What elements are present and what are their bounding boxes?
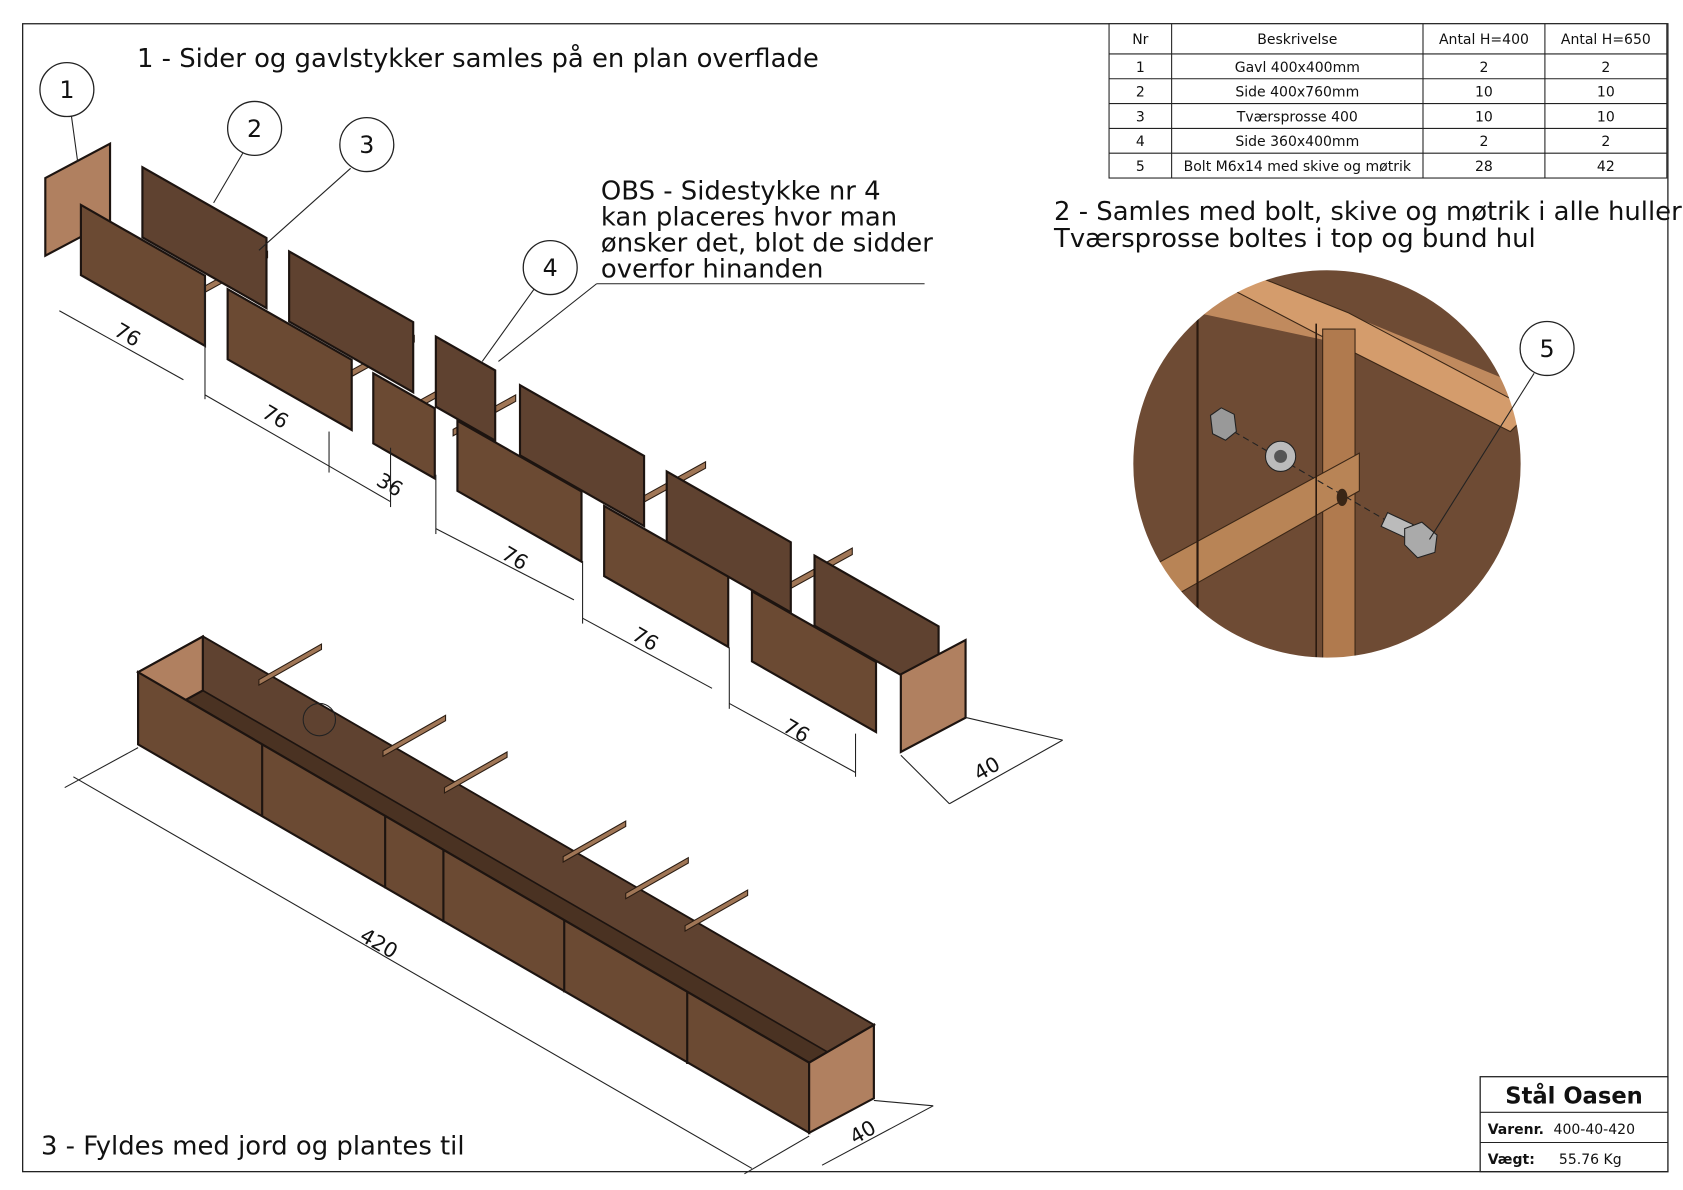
table-cell: Gavl 400x400mm	[1235, 60, 1360, 76]
title-block-title: Stål Oasen	[1505, 1083, 1643, 1110]
dimension-line	[204, 394, 330, 467]
note-line-3: ønsker det, blot de sidder	[601, 228, 933, 258]
dimension-label: 76	[628, 622, 663, 656]
note-line-1: OBS - Sidestykke nr 4	[601, 177, 881, 207]
table-row: 3 Tværsprosse 400 10 10	[1136, 109, 1615, 125]
table-cell: 10	[1597, 109, 1615, 125]
step-3-text: 3 - Fyldes med jord og plantes til	[41, 1131, 465, 1161]
cross-bar	[258, 643, 323, 687]
side-panel-front	[372, 371, 436, 481]
step-1-text: 1 - Sider og gavlstykker samles på en pl…	[137, 43, 819, 74]
table-cell: 10	[1475, 109, 1493, 125]
table-cell: 2	[1479, 60, 1488, 76]
item-no-label: Varenr.	[1488, 1122, 1544, 1138]
balloon-5-text: 5	[1540, 335, 1555, 363]
note-line-4: overfor hinanden	[601, 254, 824, 284]
table-cell: 3	[1136, 109, 1145, 125]
table-cell: 2	[1601, 60, 1610, 76]
table-cell: 1	[1136, 60, 1145, 76]
dimension-label: 76	[779, 714, 814, 748]
table-cell: Side 360x400mm	[1235, 134, 1359, 150]
dimension-label-width: 40	[846, 1115, 881, 1149]
assembled-view: 420 40	[64, 634, 934, 1175]
step-2-text-line1: 2 - Samles med bolt, skive og møtrik i a…	[1054, 197, 1682, 227]
side-panel-front	[226, 287, 353, 432]
item-no-value: 400-40-420	[1554, 1122, 1635, 1138]
table-cell: 42	[1597, 159, 1615, 175]
cross-bar	[443, 751, 508, 794]
cross-bar	[625, 856, 689, 900]
table-cell: Side 400x760mm	[1235, 85, 1359, 101]
box-front-side	[137, 670, 811, 1135]
table-cell: 4	[1136, 134, 1145, 150]
table-row: 4 Side 360x400mm 2 2	[1136, 134, 1610, 150]
note-line-2: kan placeres hvor man	[601, 202, 897, 232]
table-cell: 2	[1479, 134, 1488, 150]
balloon-4-text: 4	[543, 254, 558, 282]
table-row: 2 Side 400x760mm 10 10	[1136, 85, 1615, 101]
side-panel-back	[518, 383, 646, 528]
side-panel-back	[141, 165, 268, 310]
table-cell: Tværsprosse 400	[1236, 109, 1358, 125]
dimension-label: 76	[498, 541, 533, 575]
dimension-label: 36	[372, 468, 407, 502]
cross-bar	[684, 889, 749, 932]
side-panel-back	[434, 334, 497, 443]
table-cell: Antal H=650	[1561, 32, 1651, 48]
dimension-line	[59, 310, 184, 381]
table-cell: 10	[1597, 85, 1615, 101]
table-row: 1 Gavl 400x400mm 2 2	[1136, 60, 1610, 76]
balloon-3: 3	[258, 116, 395, 251]
table-cell: 10	[1475, 85, 1493, 101]
balloon-2: 2	[213, 100, 283, 204]
box-end-panel	[808, 1023, 875, 1135]
table-cell: 2	[1136, 85, 1145, 101]
table-cell: 28	[1475, 159, 1493, 175]
table-cell: Bolt M6x14 med skive og møtrik	[1184, 159, 1412, 175]
side-panel-front	[456, 418, 583, 564]
dimension-line	[821, 1105, 934, 1166]
cross-bar	[562, 820, 627, 863]
detail-marker	[302, 702, 337, 737]
dimension-line	[73, 776, 753, 1169]
weight-value: 55.76 Kg	[1559, 1152, 1622, 1168]
balloon-4: 4	[481, 239, 597, 362]
detail-view-bolt: 5	[1132, 269, 1575, 659]
side-panel-front	[750, 589, 878, 734]
dimension-line	[949, 739, 1063, 805]
table-row: 5 Bolt M6x14 med skive og møtrik 28 42	[1136, 159, 1615, 175]
side-panel-front	[603, 504, 730, 649]
table-cell: Antal H=400	[1439, 32, 1529, 48]
weight-label: Vægt:	[1488, 1152, 1535, 1168]
drawing-border	[22, 23, 1669, 1173]
balloon-3-text: 3	[359, 131, 374, 159]
balloon-1-text: 1	[59, 76, 74, 104]
dimension-label-length: 420	[356, 923, 402, 963]
title-block: Stål Oasen Varenr. 400-40-420 Vægt: 55.7…	[1479, 1076, 1669, 1173]
balloon-1: 1	[39, 61, 95, 162]
cross-bar	[382, 714, 447, 758]
dimension-label: 40	[970, 752, 1005, 786]
table-cell: 2	[1601, 134, 1610, 150]
dimension-line	[582, 617, 713, 689]
step-2-text-line2: Tværsprosse boltes i top og bund hul	[1053, 224, 1536, 254]
dimension-line	[328, 465, 391, 503]
balloon-2-text: 2	[247, 115, 262, 143]
dimension-line	[435, 528, 575, 601]
dimension-line	[729, 702, 856, 773]
dimension-label: 76	[110, 318, 145, 352]
note-obs: OBS - Sidestykke nr 4 kan placeres hvor …	[596, 177, 933, 285]
table-cell: Beskrivelse	[1257, 32, 1337, 48]
table-header-row: Nr Beskrivelse Antal H=400 Antal H=650	[1132, 32, 1651, 48]
parts-table: Nr Beskrivelse Antal H=400 Antal H=650 1 Gavl…	[1108, 23, 1668, 179]
table-cell: Nr	[1132, 32, 1148, 48]
side-panel-back	[288, 249, 415, 395]
table-cell: 5	[1136, 159, 1145, 175]
